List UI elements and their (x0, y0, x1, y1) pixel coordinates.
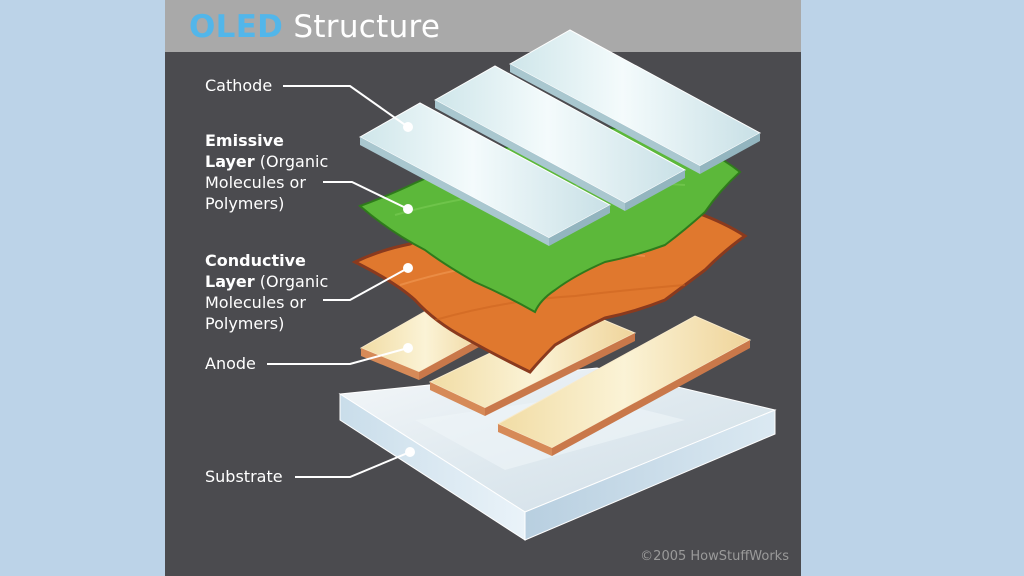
leader-dots (403, 122, 415, 457)
emissive-layer-label: Emissive Layer (Organic Molecules or Pol… (205, 130, 328, 214)
title-highlight: OLED (189, 9, 284, 45)
conductive-line-4: Polymers) (205, 314, 285, 333)
conductive-bold-1: Conductive (205, 251, 306, 270)
substrate-label: Substrate (205, 467, 283, 486)
cathode-strips (358, 29, 762, 246)
title-bar: OLED Structure (165, 0, 801, 52)
leader-lines (267, 85, 411, 478)
cathode-leader (283, 85, 409, 128)
anode-strips (359, 307, 752, 456)
cathode-strip-3 (508, 29, 762, 174)
emissive-leader (323, 181, 409, 210)
anode-label: Anode (205, 354, 256, 373)
diagram-panel: OLED Structure (165, 0, 801, 576)
conductive-layer-label: Conductive Layer (Organic Molecules or P… (205, 250, 328, 334)
conductive-line-3: Molecules or (205, 293, 306, 312)
title-rest: Structure (293, 9, 441, 45)
cathode-label: Cathode (205, 76, 273, 95)
oled-layer-illustration (267, 29, 777, 541)
emissive-bold-2: Layer (205, 152, 255, 171)
substrate-leader (295, 451, 411, 478)
anode-leader (267, 347, 409, 365)
emissive-rest-1: (Organic (259, 152, 329, 171)
conductive-rest-1: (Organic (259, 272, 329, 291)
cathode-strip-2 (433, 65, 687, 211)
emissive-line-4: Polymers) (205, 194, 285, 213)
diagram-title: OLED Structure (189, 8, 440, 46)
conductive-leader (323, 267, 409, 301)
anode-strip-3 (496, 315, 752, 456)
cathode-strip-1 (358, 102, 612, 246)
copyright-credit: ©2005 HowStuffWorks (640, 549, 789, 564)
emissive-bold-1: Emissive (205, 131, 284, 150)
conductive-bold-2: Layer (205, 272, 255, 291)
emissive-line-3: Molecules or (205, 173, 306, 192)
